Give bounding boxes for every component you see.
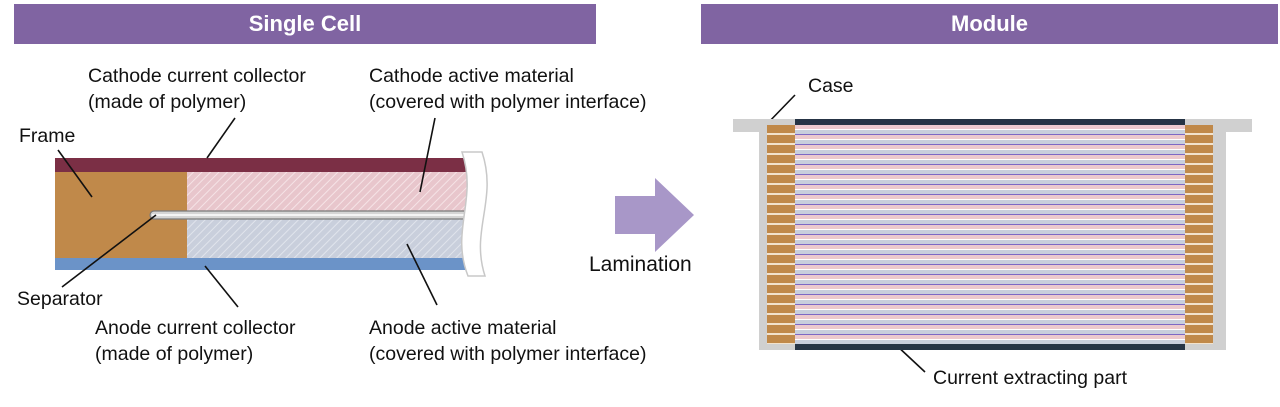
anode-current-collector	[55, 258, 475, 270]
leader-frame	[57, 149, 93, 198]
leader-cathode-collector	[206, 117, 236, 159]
current-extracting-top	[795, 119, 1185, 125]
leader-anode-active	[406, 243, 438, 306]
left-tabs	[767, 125, 795, 344]
separator-label: Separator	[17, 288, 103, 310]
anode-collector-label: Anode current collector (made of polymer…	[95, 315, 296, 367]
single-cell-banner: Single Cell	[14, 4, 596, 44]
cathode-active-line1: Cathode active material	[369, 65, 574, 87]
cathode-collector-label: Cathode current collector (made of polym…	[88, 63, 306, 115]
cathode-collector-line2: (made of polymer)	[88, 91, 247, 113]
cathode-collector-line1: Cathode current collector	[88, 65, 306, 87]
cathode-active-material	[187, 172, 475, 212]
leader-cathode-active	[419, 117, 436, 193]
module-banner: Module	[701, 4, 1278, 44]
case-label: Case	[808, 75, 854, 97]
anode-collector-line2: (made of polymer)	[95, 343, 254, 365]
anode-active-line2: (covered with polymer interface)	[369, 343, 647, 365]
anode-active-line1: Anode active material	[369, 317, 557, 339]
anode-collector-line1: Anode current collector	[95, 317, 296, 339]
anode-active-label: Anode active material (covered with poly…	[369, 315, 646, 367]
module-diagram	[733, 119, 1252, 350]
right-tabs	[1185, 125, 1213, 344]
cell-stack	[795, 125, 1185, 344]
current-extracting-bottom	[795, 344, 1185, 350]
current-extracting-label: Current extracting part	[933, 367, 1128, 389]
leader-anode-collector	[204, 265, 239, 308]
cathode-current-collector	[55, 158, 475, 172]
cut-edge	[460, 151, 488, 277]
cathode-active-label: Cathode active material (covered with po…	[369, 63, 646, 115]
frame-label: Frame	[19, 125, 76, 147]
anode-active-material	[187, 218, 475, 258]
cathode-active-line2: (covered with polymer interface)	[369, 91, 647, 113]
single-cell-diagram	[55, 151, 488, 277]
leader-separator	[61, 214, 157, 288]
lamination-arrow	[615, 178, 694, 252]
lamination-label: Lamination	[589, 253, 692, 276]
